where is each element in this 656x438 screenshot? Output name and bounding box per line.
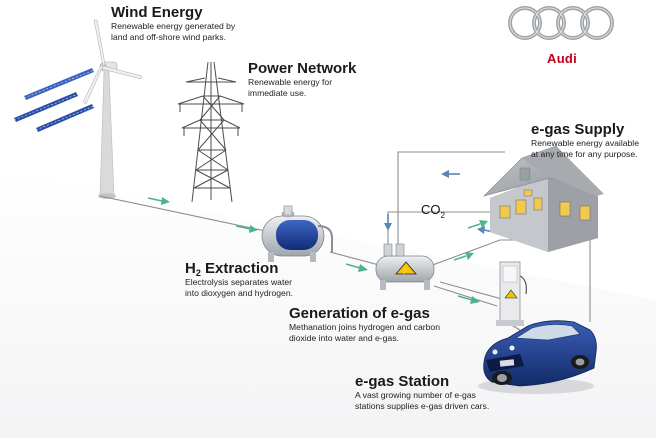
co2-subscript: 2 xyxy=(440,211,445,220)
power-pylon xyxy=(177,61,245,203)
wind-turbine xyxy=(82,19,143,199)
car xyxy=(478,320,597,394)
egas-generation-desc: Methanation joins hydrogen and carbon di… xyxy=(289,322,440,343)
h2-title-sub: 2 xyxy=(195,268,201,278)
power-network-title: Power Network xyxy=(248,60,357,77)
flow-arrows-green xyxy=(147,197,488,304)
audi-rings-logo xyxy=(508,6,614,40)
svg-text:⚡: ⚡ xyxy=(401,265,411,275)
h2-extraction-desc: Electrolysis separates water into dioxyg… xyxy=(185,277,293,298)
audi-wordmark: Audi xyxy=(547,51,578,66)
flow-arrows-blue xyxy=(384,170,495,234)
h2-title-rest: Extraction xyxy=(200,260,279,277)
house xyxy=(482,145,604,252)
h2-title-main: H xyxy=(185,260,196,277)
wind-energy-title: Wind Energy xyxy=(111,4,203,21)
egas-supply-title: e-gas Supply xyxy=(531,121,625,138)
hydrogen-tank xyxy=(261,205,333,262)
egas-station-title: e-gas Station xyxy=(355,373,450,390)
power-network-desc: Renewable energy for immediate use. xyxy=(248,77,333,98)
fuel-pump xyxy=(496,261,527,326)
egas-generation-title: Generation of e-gas xyxy=(289,305,430,322)
co2-main: CO xyxy=(421,202,441,217)
methanation-unit: ⚡ xyxy=(375,243,435,290)
egas-station-desc: A vast growing number of e-gas stations … xyxy=(355,390,490,411)
co2-label: CO2 xyxy=(421,202,445,220)
wind-energy-desc: Renewable energy generated by land and o… xyxy=(111,21,236,42)
h2-extraction-title: H2 Extraction xyxy=(185,260,278,279)
solar-panels xyxy=(13,68,95,132)
egas-supply-desc: Renewable energy available at any time f… xyxy=(531,138,639,159)
